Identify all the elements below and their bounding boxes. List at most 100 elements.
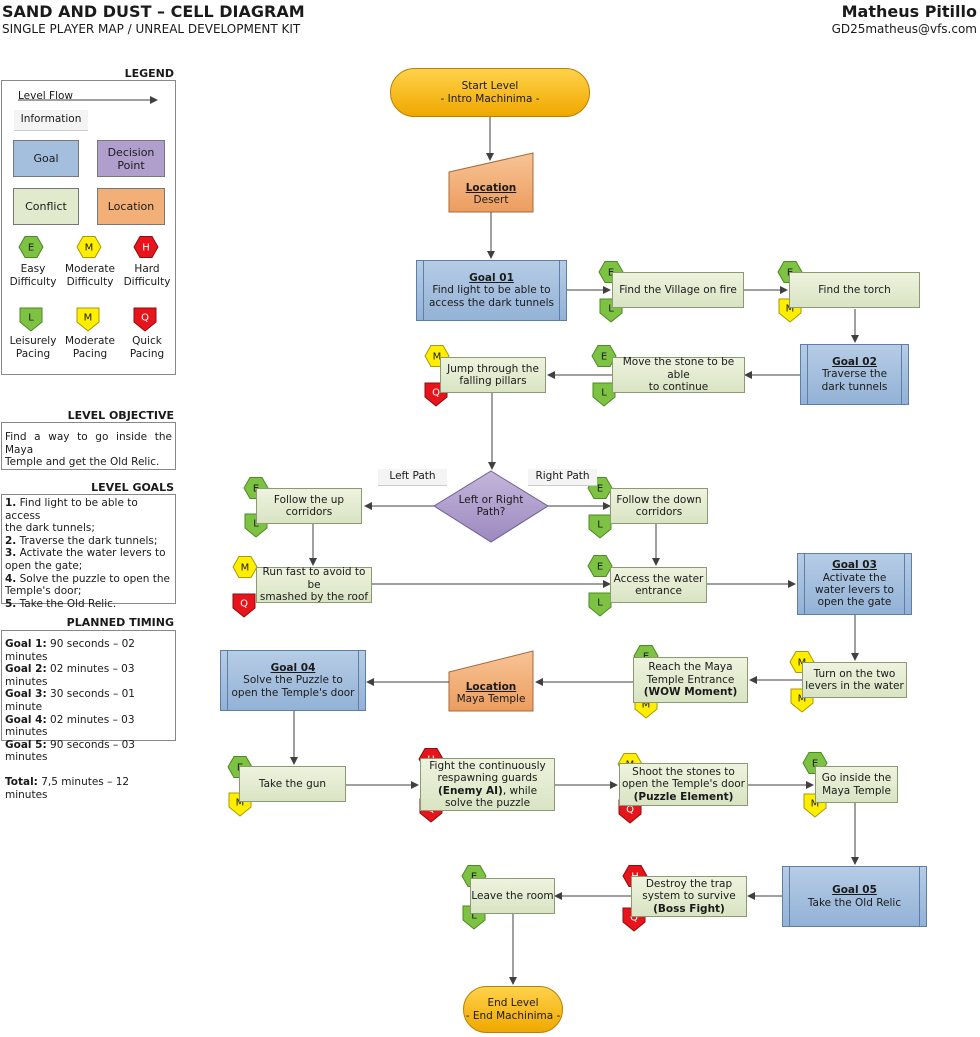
moderate-difficulty-icon-letter: M xyxy=(241,563,250,574)
leisurely-pacing-icon-letter: L xyxy=(601,388,607,399)
quick-pacing-icon-letter: Q xyxy=(626,805,634,816)
follow-down-line2: corridors xyxy=(635,506,683,518)
water-entrance-line1: Access the water xyxy=(613,572,704,585)
turn-on-levers-line2: levers in the water xyxy=(805,680,904,692)
easy-difficulty-icon-letter: E xyxy=(608,268,614,279)
goal-01-node: Goal 01 Find light to be able to access … xyxy=(416,260,567,321)
goal-item-1-number: 1. xyxy=(5,497,17,509)
goal-item-5-number: 5. xyxy=(5,597,17,610)
diagram-subtitle: SINGLE PLAYER MAP / UNREAL DEVELOPMENT K… xyxy=(2,22,301,36)
reach-temple-line1: Reach the Maya xyxy=(648,661,733,674)
destroy-trap-node: Destroy the trap system to survive (Boss… xyxy=(631,876,747,917)
jump-pillars-node: Jump through the falling pillars xyxy=(440,357,546,393)
location-maya-temple-shape xyxy=(448,650,534,712)
goal-item-1-a: Find light to be able to access xyxy=(5,497,138,522)
goal-02-node: Goal 02 Traverse the dark tunnels xyxy=(800,344,909,405)
leisurely-pacing-icon-letter: L xyxy=(253,519,259,530)
reach-temple-line2: Temple Entrance xyxy=(646,673,735,686)
hard-difficulty-icon-shape xyxy=(133,236,159,258)
moderate-pacing-icon-letter: M xyxy=(642,700,651,711)
fight-guards-line1: Fight the continuously xyxy=(429,759,546,772)
moderate-difficulty-icon: M xyxy=(232,556,258,578)
leisurely-pacing-icon-letter: L xyxy=(471,911,477,922)
legend-moderate-p-1: Moderate xyxy=(65,335,115,347)
timing-goal3-key: Goal 3: xyxy=(5,688,47,701)
timing-total-value: 7,5 minutes – 12 minutes xyxy=(5,775,130,801)
decision-line1: Left or Right xyxy=(458,493,524,506)
easy-difficulty-icon-shape xyxy=(18,236,44,258)
easy-difficulty-icon-letter: E xyxy=(597,562,603,573)
quick-pacing-icon-shape xyxy=(133,307,157,332)
leisurely-pacing-icon-shape xyxy=(588,514,612,539)
goal-item-3-a: Activate the water levers to xyxy=(16,547,166,560)
timing-panel: Goal 1: 90 seconds – 02 minutes Goal 2: … xyxy=(1,630,176,801)
take-gun-text: Take the gun xyxy=(258,777,327,790)
timing-goal1-key: Goal 1: xyxy=(5,638,47,650)
move-stone-line1: Move the stone to be able xyxy=(622,356,735,381)
goal-02-label: Goal 02 xyxy=(832,355,877,368)
easy-difficulty-icon-letter: E xyxy=(812,759,818,770)
quick-pacing-icon-letter: Q xyxy=(240,599,248,610)
end-level-line1: End Level xyxy=(487,997,539,1010)
goal-item-4-number: 4. xyxy=(5,572,17,585)
timing-goal2-key: Goal 2: xyxy=(5,663,47,676)
timing-goal4-value: 02 minutes – 03 minutes xyxy=(5,713,135,739)
moderate-pacing-icon: M xyxy=(76,307,100,332)
moderate-pacing-icon-letter: M xyxy=(84,313,93,324)
take-gun-node: Take the gun xyxy=(239,766,346,802)
easy-difficulty-icon-shape xyxy=(587,555,613,577)
turn-on-levers-node: Turn on the two levers in the water xyxy=(802,662,907,698)
left-path-label: Left Path xyxy=(378,469,447,486)
objective-line2: Temple and get the Old Relic. xyxy=(5,456,160,469)
leisurely-pacing-icon-shape xyxy=(19,307,43,332)
goal-04-label: Goal 04 xyxy=(270,661,316,674)
timing-goal5-key: Goal 5: xyxy=(5,738,47,751)
goal-01-label: Goal 01 xyxy=(469,271,514,284)
fight-guards-enemy-ai: (Enemy AI) xyxy=(437,784,503,797)
moderate-pacing-icon-letter: M xyxy=(811,799,820,810)
quick-pacing-icon: Q xyxy=(232,593,256,618)
objective-panel: Find a way to go inside the Maya Temple … xyxy=(1,422,176,470)
easy-difficulty-icon: E xyxy=(18,236,44,258)
objective-line1: Find a way to go inside the Maya xyxy=(5,431,172,456)
moderate-pacing-icon-letter: M xyxy=(786,304,795,315)
legend-hard-2: Difficulty xyxy=(123,276,171,288)
leisurely-pacing-icon-letter: L xyxy=(597,520,603,531)
moderate-difficulty-icon-letter: M xyxy=(433,352,442,363)
jump-pillars-line2: falling pillars xyxy=(459,375,527,387)
timing-goal2-value: 02 minutes – 03 minutes xyxy=(5,663,135,688)
leisurely-pacing-icon-shape xyxy=(588,592,612,617)
goal-item-3-b: open the gate; xyxy=(5,559,83,572)
end-level-line2: - End Machinima - xyxy=(465,1009,561,1022)
goal-03-line1: Activate the xyxy=(822,571,887,584)
moderate-difficulty-icon-shape xyxy=(76,236,102,258)
easy-difficulty-icon-letter: E xyxy=(28,243,34,254)
legend-title: LEGEND xyxy=(124,67,174,80)
easy-difficulty-icon-letter: E xyxy=(471,872,477,883)
goal-03-label: Goal 03 xyxy=(832,559,877,572)
follow-up-corridors-node: Follow the up corridors xyxy=(256,488,362,524)
quick-pacing-icon-letter: Q xyxy=(141,313,149,324)
goal-04-node: Goal 04 Solve the Puzzle to open the Tem… xyxy=(220,650,366,711)
jump-pillars-line1: Jump through the xyxy=(447,362,539,375)
leisurely-pacing-icon: L xyxy=(592,382,616,407)
turn-on-levers-line1: Turn on the two xyxy=(813,667,896,680)
location-desert-name: Desert xyxy=(473,194,509,206)
legend-quick-2: Pacing xyxy=(129,348,165,360)
easy-difficulty-icon-letter: E xyxy=(597,484,603,495)
timing-goal1-value: 90 seconds – 02 minutes xyxy=(5,638,135,663)
follow-down-corridors-node: Follow the down corridors xyxy=(610,488,708,524)
legend-decision-line2: Point xyxy=(117,158,145,172)
quick-pacing-icon-letter: Q xyxy=(630,913,638,924)
leave-room-node: Leave the room xyxy=(470,878,555,914)
move-stone-line2: to continue xyxy=(648,381,709,394)
easy-difficulty-icon: E xyxy=(591,345,617,367)
easy-difficulty-icon-shape xyxy=(591,345,617,367)
go-inside-line1: Go inside the xyxy=(821,772,892,785)
decision-line2: Path? xyxy=(476,506,506,518)
legend-level-flow: Level Flow xyxy=(18,90,74,102)
moderate-difficulty-icon: M xyxy=(76,236,102,258)
